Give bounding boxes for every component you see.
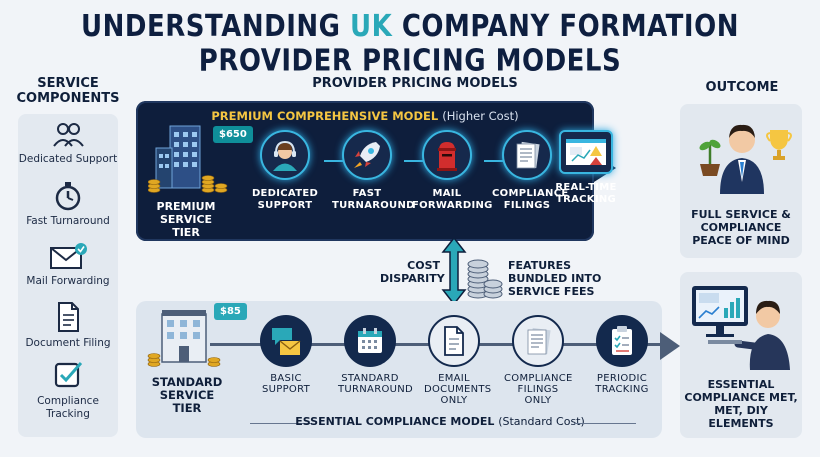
clipboard-icon	[612, 326, 632, 355]
standard-step-label: BASIC SUPPORT	[262, 373, 311, 395]
component-label: Mail Forwarding	[26, 275, 110, 287]
service-components-panel: Dedicated Support Fast Turnaround Mail F…	[18, 114, 118, 437]
premium-connector	[484, 160, 506, 162]
cost-disparity-label: COST DISPARITY	[380, 259, 445, 285]
title-highlight: UK	[350, 9, 393, 45]
coin-stack-icon	[467, 259, 503, 299]
calendar-icon	[358, 328, 382, 353]
premium-step-label: DEDICATED SUPPORT	[251, 188, 319, 211]
component-compliance-tracking: Compliance Tracking	[18, 358, 118, 421]
provider-models-heading: PROVIDER PRICING MODELS	[312, 76, 518, 91]
service-components-heading: SERVICE COMPONENTS	[16, 76, 120, 106]
features-bundled-label: FEATURES BUNDLED INTO SERVICE FEES	[508, 259, 602, 298]
component-document-filing: Document Filing	[18, 300, 118, 350]
standard-price-tag: $85	[214, 303, 247, 320]
premium-step-label: REAL-TIME TRACKING	[555, 182, 617, 205]
premium-step-compliance-filings: COMPLIANCE FILINGS	[492, 130, 569, 212]
standard-building-icon	[147, 310, 221, 367]
standard-model-title: ESSENTIAL COMPLIANCE MODEL (Standard Cos…	[295, 415, 585, 428]
standard-step-email-documents: EMAIL DOCUMENTS ONLY	[418, 315, 492, 406]
standard-step-label: STANDARD TURNAROUND	[338, 373, 414, 395]
rocket-icon	[354, 142, 380, 168]
premium-step-label: MAIL FORWARDING	[412, 188, 493, 211]
premium-connector	[324, 160, 348, 162]
document-icon	[444, 326, 464, 356]
postbox-icon	[437, 142, 457, 171]
page-title: UNDERSTANDING UK COMPANY FORMATION PROVI…	[81, 9, 739, 79]
component-mail-forwarding: Mail Forwarding	[18, 242, 118, 288]
premium-step-real-time-tracking: REAL-TIME TRACKING	[554, 130, 618, 206]
double-arrow-icon	[441, 236, 467, 306]
dashboard-icon	[566, 139, 606, 165]
standard-step-label: COMPLIANCE FILINGS ONLY	[504, 373, 573, 406]
standard-step-label: PERIODIC TRACKING	[595, 373, 649, 395]
headset-agent-icon	[273, 140, 297, 171]
standard-step-basic-support: BASIC SUPPORT	[250, 315, 322, 395]
component-fast-turnaround: Fast Turnaround	[18, 180, 118, 228]
premium-tier-label: PREMIUM SERVICE TIER	[156, 200, 216, 239]
component-label: Dedicated Support	[18, 153, 118, 165]
businessman-trophy-icon	[699, 124, 792, 194]
standard-title-rule-left	[250, 423, 312, 424]
premium-step-fast-turnaround: FAST TURNAROUND	[332, 130, 415, 212]
document-icon	[58, 302, 79, 332]
standard-step-label: EMAIL DOCUMENTS ONLY	[424, 373, 492, 406]
outcome-standard-label: ESSENTIAL COMPLIANCE MET, MET, DIY ELEME…	[684, 378, 798, 430]
premium-building-icon	[148, 125, 228, 193]
person-at-computer-icon	[692, 286, 790, 370]
standard-step-compliance-filings-only: COMPLIANCE FILINGS ONLY	[502, 315, 574, 406]
component-label: Fast Turnaround	[26, 215, 110, 227]
premium-connector	[404, 160, 428, 162]
chat-envelope-icon	[272, 328, 301, 355]
stopwatch-icon	[55, 182, 81, 211]
standard-tier-label: STANDARD SERVICE TIER	[151, 375, 223, 415]
component-label: Compliance Tracking	[37, 395, 99, 420]
premium-step-dedicated-support: DEDICATED SUPPORT	[250, 130, 320, 212]
outcome-heading: OUTCOME	[705, 80, 779, 95]
standard-model-panel	[136, 301, 662, 438]
premium-price-tag: $650	[213, 126, 253, 143]
filings-icon	[527, 327, 551, 355]
filings-icon	[516, 141, 540, 169]
people-icon	[53, 123, 84, 147]
standard-arrow-head	[660, 332, 680, 360]
premium-model-title: PREMIUM COMPREHENSIVE MODEL (Higher Cost…	[211, 109, 519, 123]
component-dedicated-support: Dedicated Support	[18, 120, 118, 166]
standard-step-periodic-tracking: PERIODIC TRACKING	[586, 315, 658, 395]
component-label: Document Filing	[25, 337, 111, 349]
standard-step-standard-turnaround: STANDARD TURNAROUND	[334, 315, 414, 395]
envelope-icon	[50, 243, 87, 269]
standard-title-rule-right	[574, 423, 636, 424]
premium-step-label: COMPLIANCE FILINGS	[492, 188, 569, 211]
outcome-premium-label: FULL SERVICE & COMPLIANCE PEACE OF MIND	[691, 208, 791, 247]
checkbox-icon	[54, 362, 83, 388]
premium-step-mail-forwarding: MAIL FORWARDING	[412, 130, 493, 212]
premium-step-label: FAST TURNAROUND	[332, 188, 415, 211]
